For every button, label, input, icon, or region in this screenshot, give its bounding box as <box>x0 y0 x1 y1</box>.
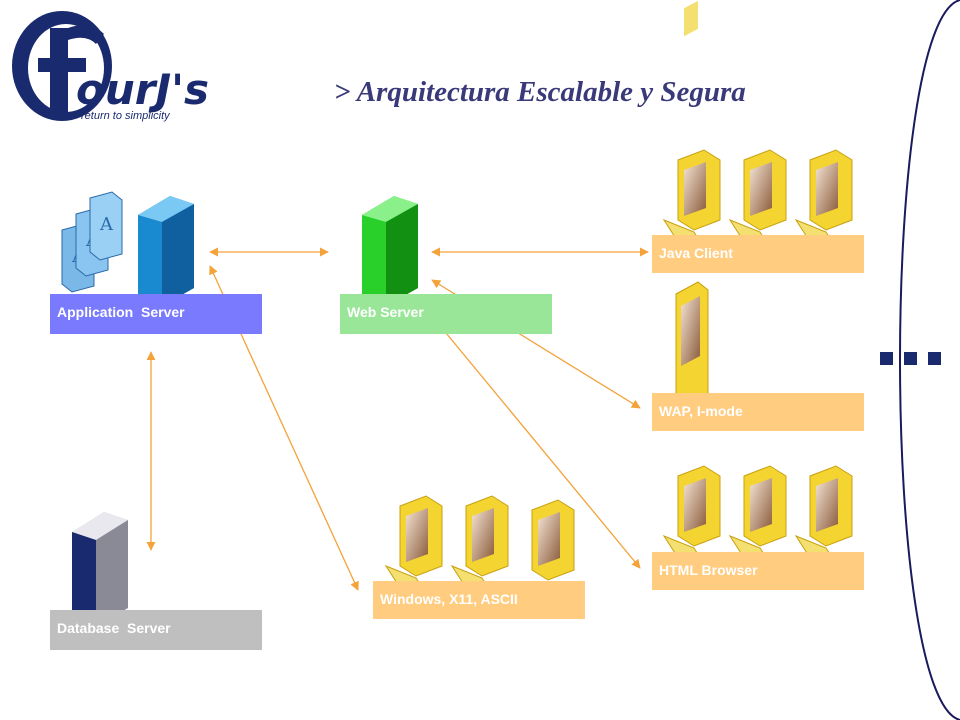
wap-label: WAP, I-mode <box>652 393 864 431</box>
computer-icon <box>662 149 721 262</box>
boundary-arc <box>899 0 960 720</box>
logo-tagline: return to simplicity <box>81 110 170 122</box>
application-server-label: Application Server <box>50 294 262 334</box>
java-client-label: Java Client <box>652 235 864 273</box>
fourjs-logo: ourJ's <box>12 11 209 121</box>
document-stack-icon: A A A <box>61 191 123 293</box>
html-browser-label: HTML Browser <box>652 552 864 590</box>
page-title: > Arquitectura Escalable y Segura <box>334 76 746 108</box>
windows-client-label: Windows, X11, ASCII <box>373 581 585 619</box>
server-tower-icon <box>362 196 418 306</box>
svg-text:A: A <box>99 214 114 235</box>
computer-icon <box>531 499 575 581</box>
mobile-phone-icon <box>675 0 709 413</box>
computer-icon <box>728 149 787 262</box>
server-tower-icon <box>72 512 128 626</box>
database-server-label: Database Server <box>50 610 262 650</box>
web-server-label: Web Server <box>340 294 552 334</box>
svg-text:ourJ's: ourJ's <box>76 65 209 114</box>
server-tower-icon <box>138 196 194 306</box>
arrow-web-html <box>431 315 641 569</box>
more-ellipsis <box>880 352 941 365</box>
